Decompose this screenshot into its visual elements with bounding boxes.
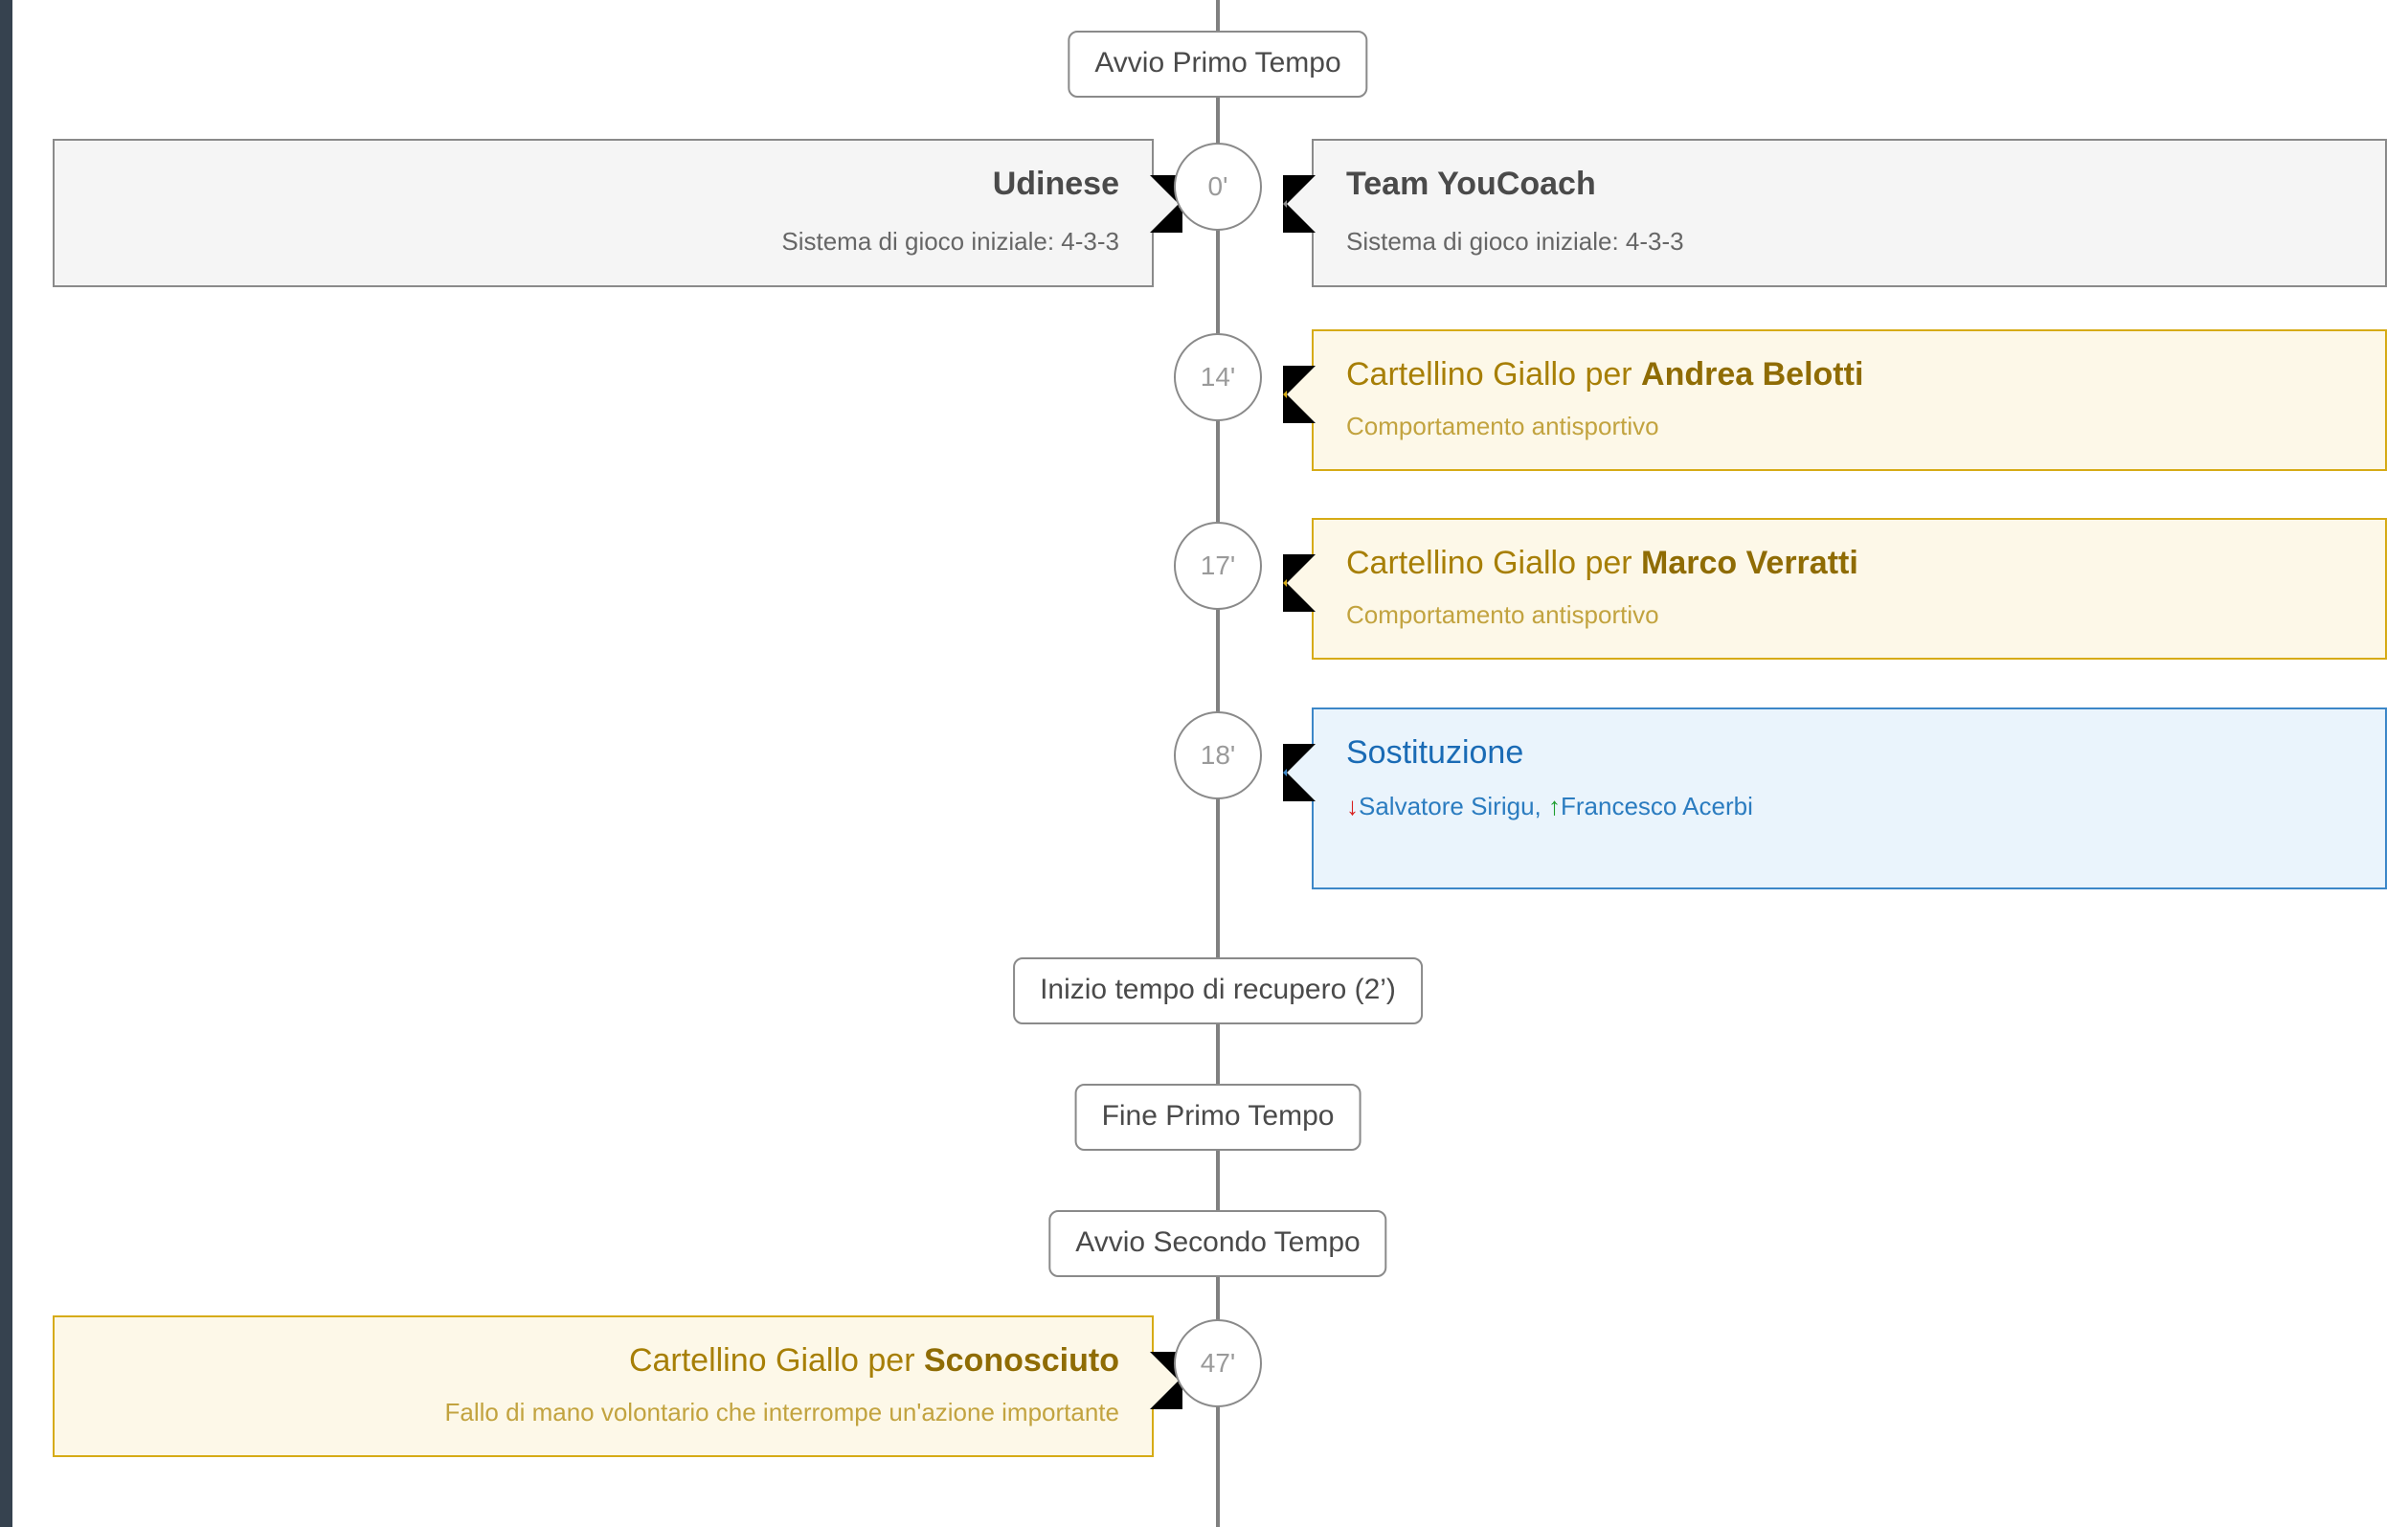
yellow-card-reason: Comportamento antisportivo (1346, 600, 1659, 630)
substitution-separator: , (1534, 792, 1548, 821)
page-left-rail (0, 0, 12, 1527)
yellow-card-title-prefix: Cartellino Giallo per (1346, 545, 1642, 581)
substitution-title: Sostituzione (1346, 734, 1524, 771)
yellow-card-player: Marco Verratti (1641, 545, 1858, 581)
timeline-node-kickoff-second-half[interactable]: Avvio Secondo Tempo (1048, 1210, 1387, 1277)
card-notch-fill (1287, 366, 1316, 423)
event-card-lineup-home[interactable]: Udinese Sistema di gioco iniziale: 4-3-3 (53, 139, 1182, 287)
arrow-up-icon: ↑ (1548, 792, 1561, 821)
event-card-yellow-card-verratti[interactable]: Cartellino Giallo per Marco Verratti Com… (1283, 518, 2387, 660)
minute-marker-0[interactable]: 0' (1174, 143, 1262, 231)
timeline-node-start-stoppage-time[interactable]: Inizio tempo di recupero (2’) (1013, 957, 1423, 1024)
yellow-card-title-prefix: Cartellino Giallo per (1346, 356, 1642, 393)
card-notch-fill (1287, 554, 1316, 612)
home-team-formation: Sistema di gioco iniziale: 4-3-3 (781, 227, 1119, 257)
yellow-card-reason: Comportamento antisportivo (1346, 412, 1659, 441)
yellow-card-title: Cartellino Giallo per Sconosciuto (87, 1342, 1119, 1380)
yellow-card-player: Andrea Belotti (1641, 356, 1864, 393)
substitution-player-out: Salvatore Sirigu (1359, 792, 1535, 821)
yellow-card-title: Cartellino Giallo per Andrea Belotti (1346, 356, 2352, 393)
away-team-name: Team YouCoach (1346, 166, 1596, 202)
minute-marker-17[interactable]: 17' (1174, 522, 1262, 610)
event-card-substitution[interactable]: Sostituzione ↓Salvatore Sirigu, ↑Frances… (1283, 707, 2387, 889)
card-notch-fill (1287, 175, 1316, 233)
event-card-yellow-card-unknown[interactable]: Cartellino Giallo per Sconosciuto Fallo … (53, 1315, 1182, 1457)
home-team-name: Udinese (992, 166, 1119, 202)
event-card-lineup-away[interactable]: Team YouCoach Sistema di gioco iniziale:… (1283, 139, 2387, 287)
substitution-players: ↓Salvatore Sirigu, ↑Francesco Acerbi (1346, 792, 2352, 821)
minute-marker-18[interactable]: 18' (1174, 711, 1262, 799)
timeline-node-kickoff-first-half[interactable]: Avvio Primo Tempo (1068, 31, 1368, 98)
card-notch-fill (1287, 744, 1316, 801)
substitution-player-in: Francesco Acerbi (1561, 792, 1753, 821)
minute-marker-14[interactable]: 14' (1174, 333, 1262, 421)
yellow-card-title-prefix: Cartellino Giallo per (628, 1342, 924, 1379)
yellow-card-title: Cartellino Giallo per Marco Verratti (1346, 545, 2352, 582)
timeline-node-end-first-half[interactable]: Fine Primo Tempo (1074, 1084, 1362, 1151)
minute-marker-47[interactable]: 47' (1174, 1319, 1262, 1407)
away-team-formation: Sistema di gioco iniziale: 4-3-3 (1346, 227, 1684, 257)
event-card-yellow-card-belotti[interactable]: Cartellino Giallo per Andrea Belotti Com… (1283, 329, 2387, 471)
yellow-card-reason: Fallo di mano volontario che interrompe … (444, 1398, 1119, 1427)
yellow-card-player: Sconosciuto (923, 1342, 1119, 1379)
arrow-down-icon: ↓ (1346, 792, 1359, 821)
